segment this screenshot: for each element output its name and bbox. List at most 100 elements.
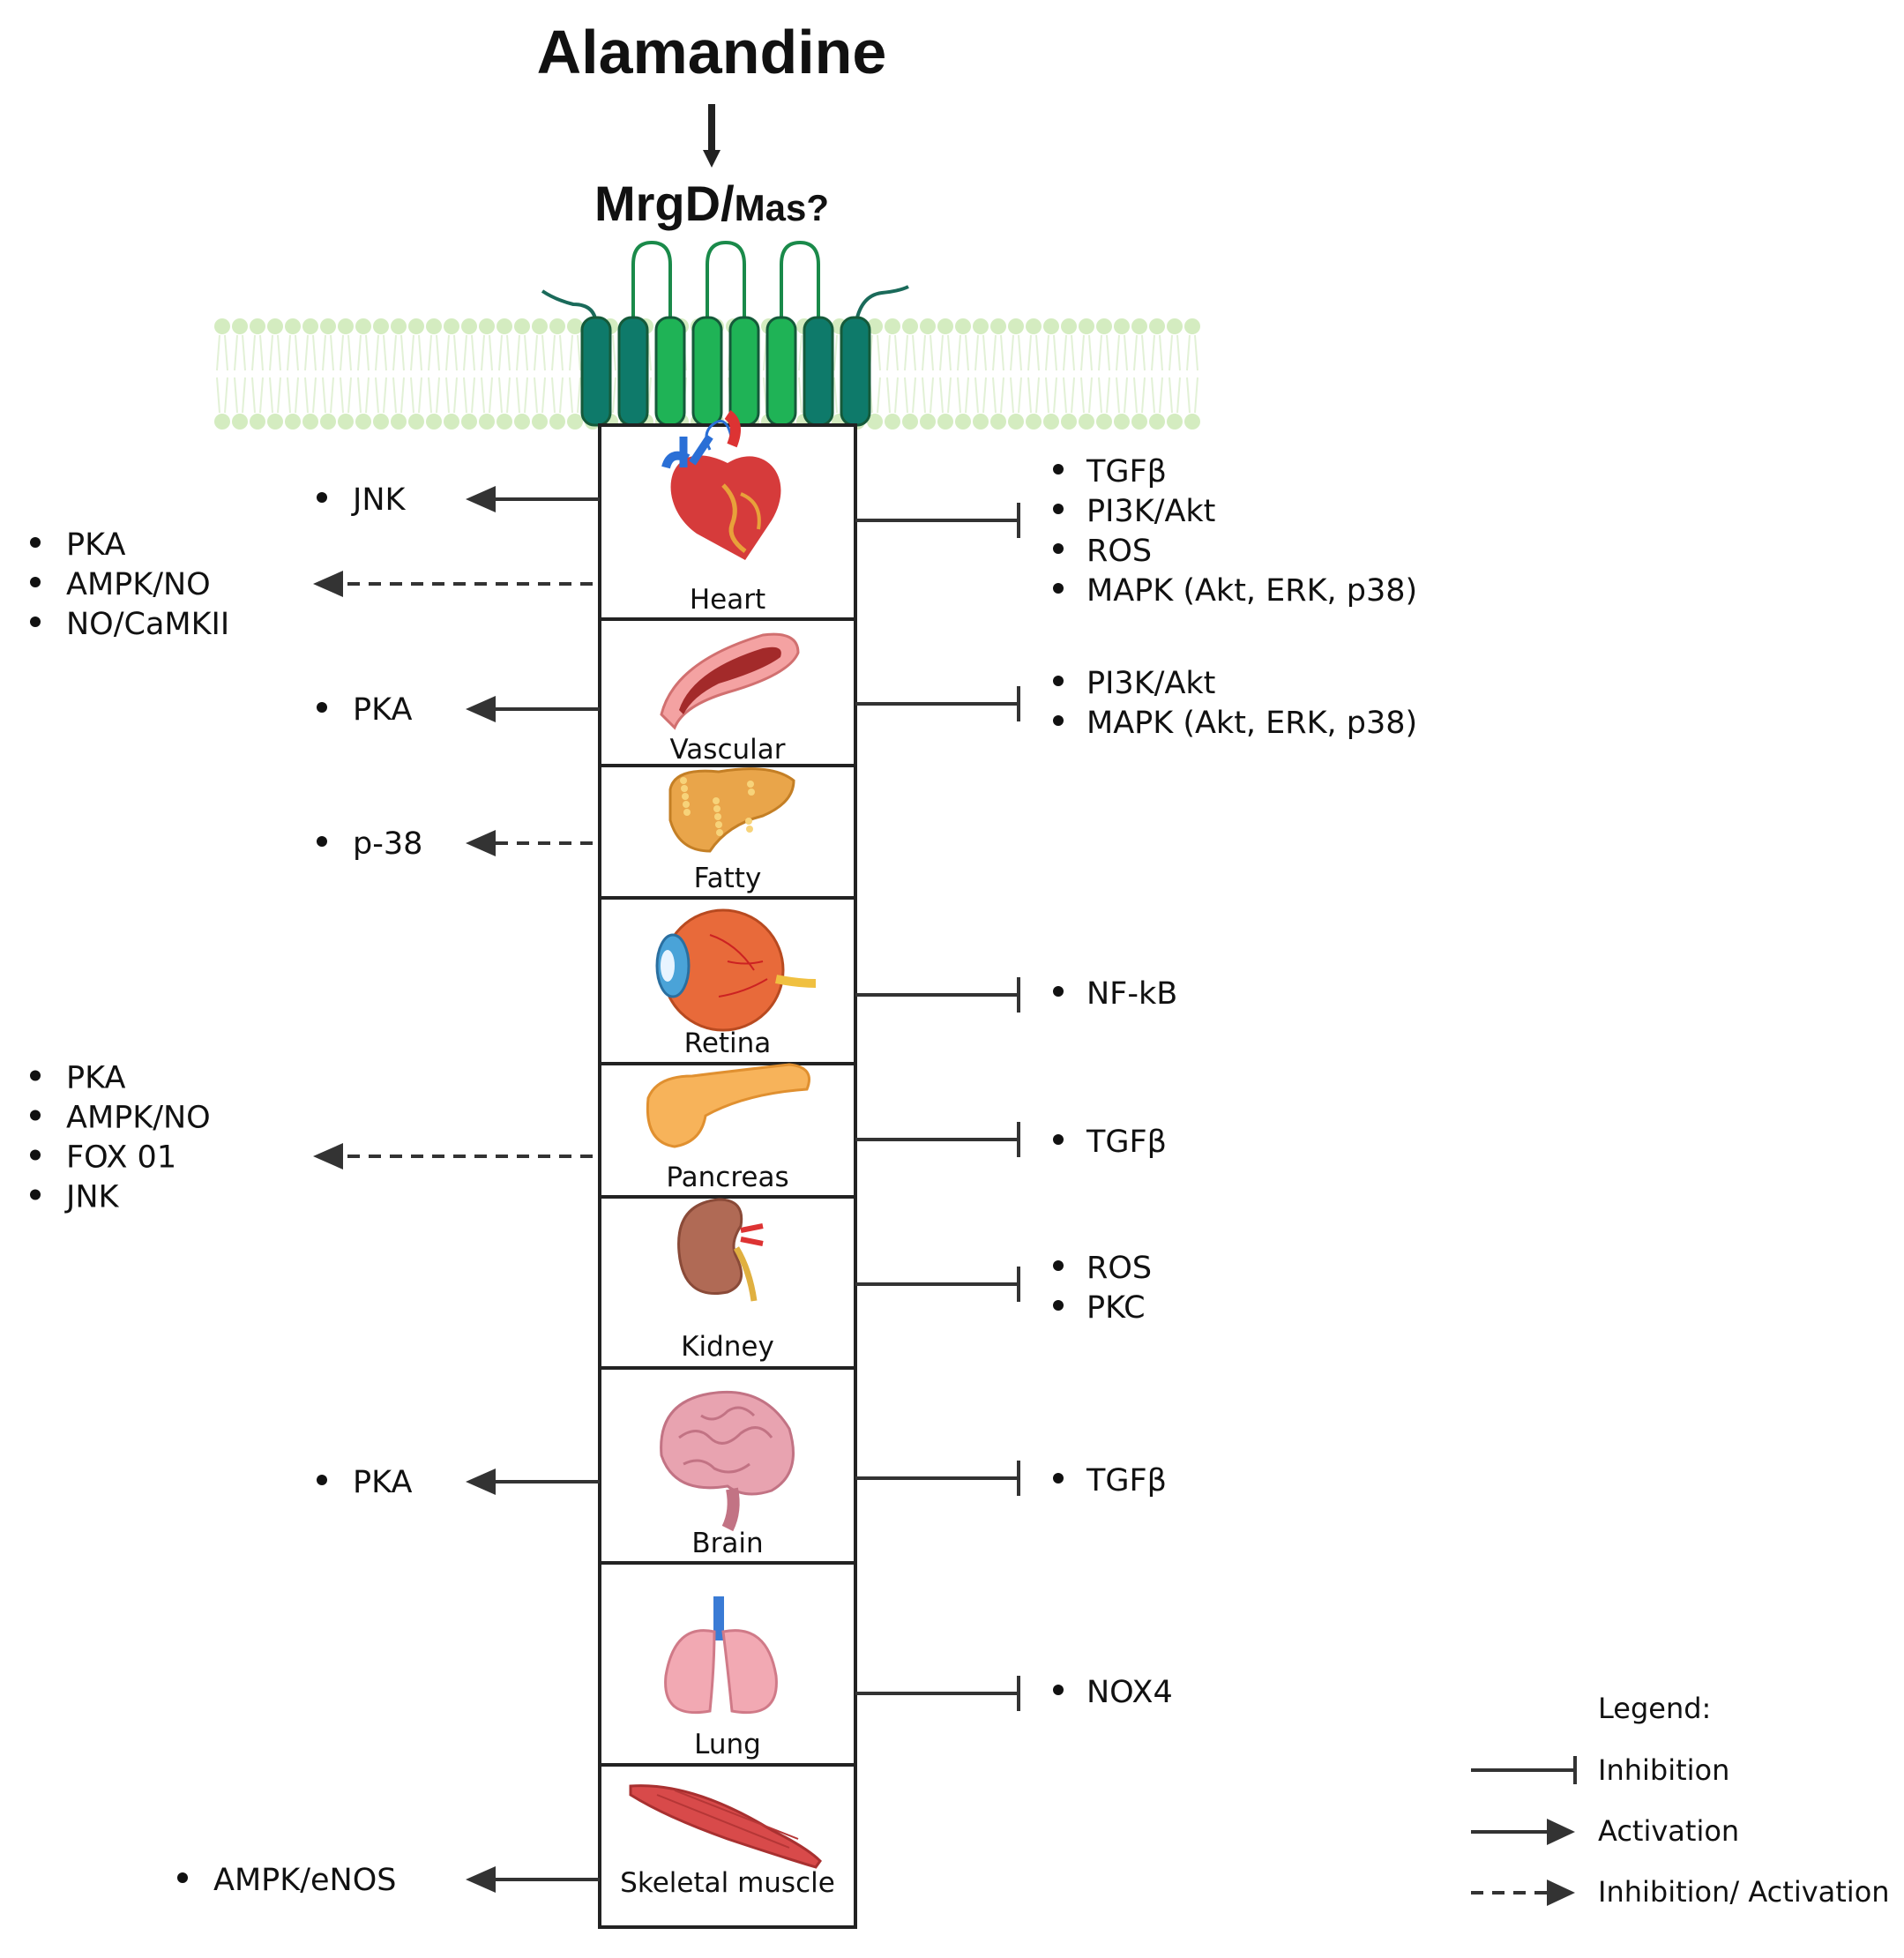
organ-fatty: Fatty p-38 [317,764,857,900]
right-pathway: NF-kB [855,976,1177,1013]
bullet [1053,1685,1064,1695]
bullet [30,577,41,587]
bullet [317,836,327,847]
pathway-item: ROS [1086,1251,1152,1286]
lung-icon [664,1596,778,1715]
bullet [30,617,41,627]
bullet [317,702,327,713]
left-pathway-a: PKA [317,692,600,728]
skeletal-muscle-icon [629,1784,822,1869]
dashed-arrowhead [466,830,496,856]
left-pathway-a: p-38 [317,826,593,862]
organ-label: Retina [684,1028,772,1059]
bullet [1053,543,1064,554]
pathway-item: ROS [1086,534,1152,569]
receptor-main: MrgD/ [594,176,735,231]
title: Alamandine [537,18,887,86]
bullet [1053,1260,1064,1271]
organ-label: Skeletal muscle [620,1867,835,1899]
pathway-item: NOX4 [1086,1675,1173,1710]
bullet [1053,715,1064,726]
activation-arrowhead [466,696,496,722]
bullet [1053,676,1064,686]
activation-arrowhead [466,1468,496,1495]
organ-heart: HeartJNKPKAAMPK/NONO/CaMKIITGFβPI3K/AktR… [30,410,1417,642]
legend: Legend: Inhibition Activation Inhibition… [1471,1692,1890,1909]
right-pathway: TGFβ [855,1122,1167,1160]
heart-icon [661,410,781,560]
legend-activation: Activation [1598,1814,1739,1848]
organ-label: Heart [690,584,765,616]
organ-column: HeartJNKPKAAMPK/NONO/CaMKIITGFβPI3K/AktR… [30,410,1417,1929]
organ-lung: Lung NOX4 [598,1561,1173,1767]
bullet [30,1149,41,1161]
pathway-item: AMPK/NO [66,567,211,602]
pathway-item: MAPK (Akt, ERK, p38) [1086,573,1417,609]
right-pathway: NOX4 [855,1675,1173,1711]
receptor-7tm-icon [541,240,909,434]
receptor-label: MrgD/Mas? [594,176,829,231]
organ-label: Kidney [681,1331,774,1363]
legend-inhibition: Inhibition [1598,1753,1729,1787]
vascular-icon [660,632,800,730]
pathway-item: PKC [1086,1290,1146,1326]
organ-label: Vascular [670,734,786,766]
organ-kidney: Kidney ROS PKC [598,1195,1152,1370]
ligand-arrow [703,104,721,168]
pathway-item: NO/CaMKII [66,607,229,642]
pathway-item: TGFβ [1086,454,1167,490]
pathway-item: p-38 [353,826,422,862]
bullet [30,1189,41,1200]
bullet [30,1110,41,1121]
pathway-item: PKA [66,1061,125,1096]
organ-label: Pancreas [666,1162,788,1193]
pathway-item: PKA [66,527,125,563]
right-pathway: ROS PKC [855,1251,1152,1326]
legend-both: Inhibition/ Activation [1598,1875,1890,1909]
legend-activation-symbol [1471,1819,1575,1845]
left-pathway-a: JNK [317,482,600,518]
pathway-item: JNK [64,1180,120,1215]
left-pathway-a: PKA [317,1465,600,1500]
bullet [1053,986,1064,997]
bullet [30,537,41,548]
pathway-item: PI3K/Akt [1086,666,1215,701]
kidney-icon [677,1198,764,1302]
right-pathway: TGFβ [855,1461,1167,1498]
brain-icon [660,1390,795,1532]
activation-arrowhead [466,1866,496,1893]
pathway-item: TGFβ [1086,1125,1167,1160]
bullet [1053,1300,1064,1311]
bullet [1053,1134,1064,1145]
receptor-sub: Mas? [735,187,829,228]
organ-label: Brain [691,1528,763,1559]
pathway-item: TGFβ [1086,1463,1167,1498]
legend-inhibition-symbol [1471,1756,1577,1784]
legend-title: Legend: [1598,1692,1711,1725]
bullet [1053,1473,1064,1483]
left-pathway-a: AMPK/eNOS [177,1863,600,1898]
pathway-item: PKA [353,692,412,728]
dashed-arrowhead [313,1143,343,1170]
organ-label: Fatty [694,863,762,894]
organ-skeletal-muscle: Skeletal muscle AMPK/eNOS [177,1763,857,1929]
activation-arrowhead [466,486,496,512]
bullet [317,492,327,503]
retina-icon [655,908,817,1032]
pathway-item: AMPK/NO [66,1101,211,1136]
pancreas-icon [646,1063,810,1148]
pathway-item: AMPK/eNOS [213,1863,396,1898]
bullet [1053,583,1064,594]
organ-label: Lung [694,1729,761,1760]
bullet [317,1475,327,1485]
pathway-item: JNK [351,482,407,518]
organ-brain: Brain PKA TGFβ [317,1366,1167,1565]
bullet [30,1070,41,1081]
pathway-item: MAPK (Akt, ERK, p38) [1086,706,1417,741]
